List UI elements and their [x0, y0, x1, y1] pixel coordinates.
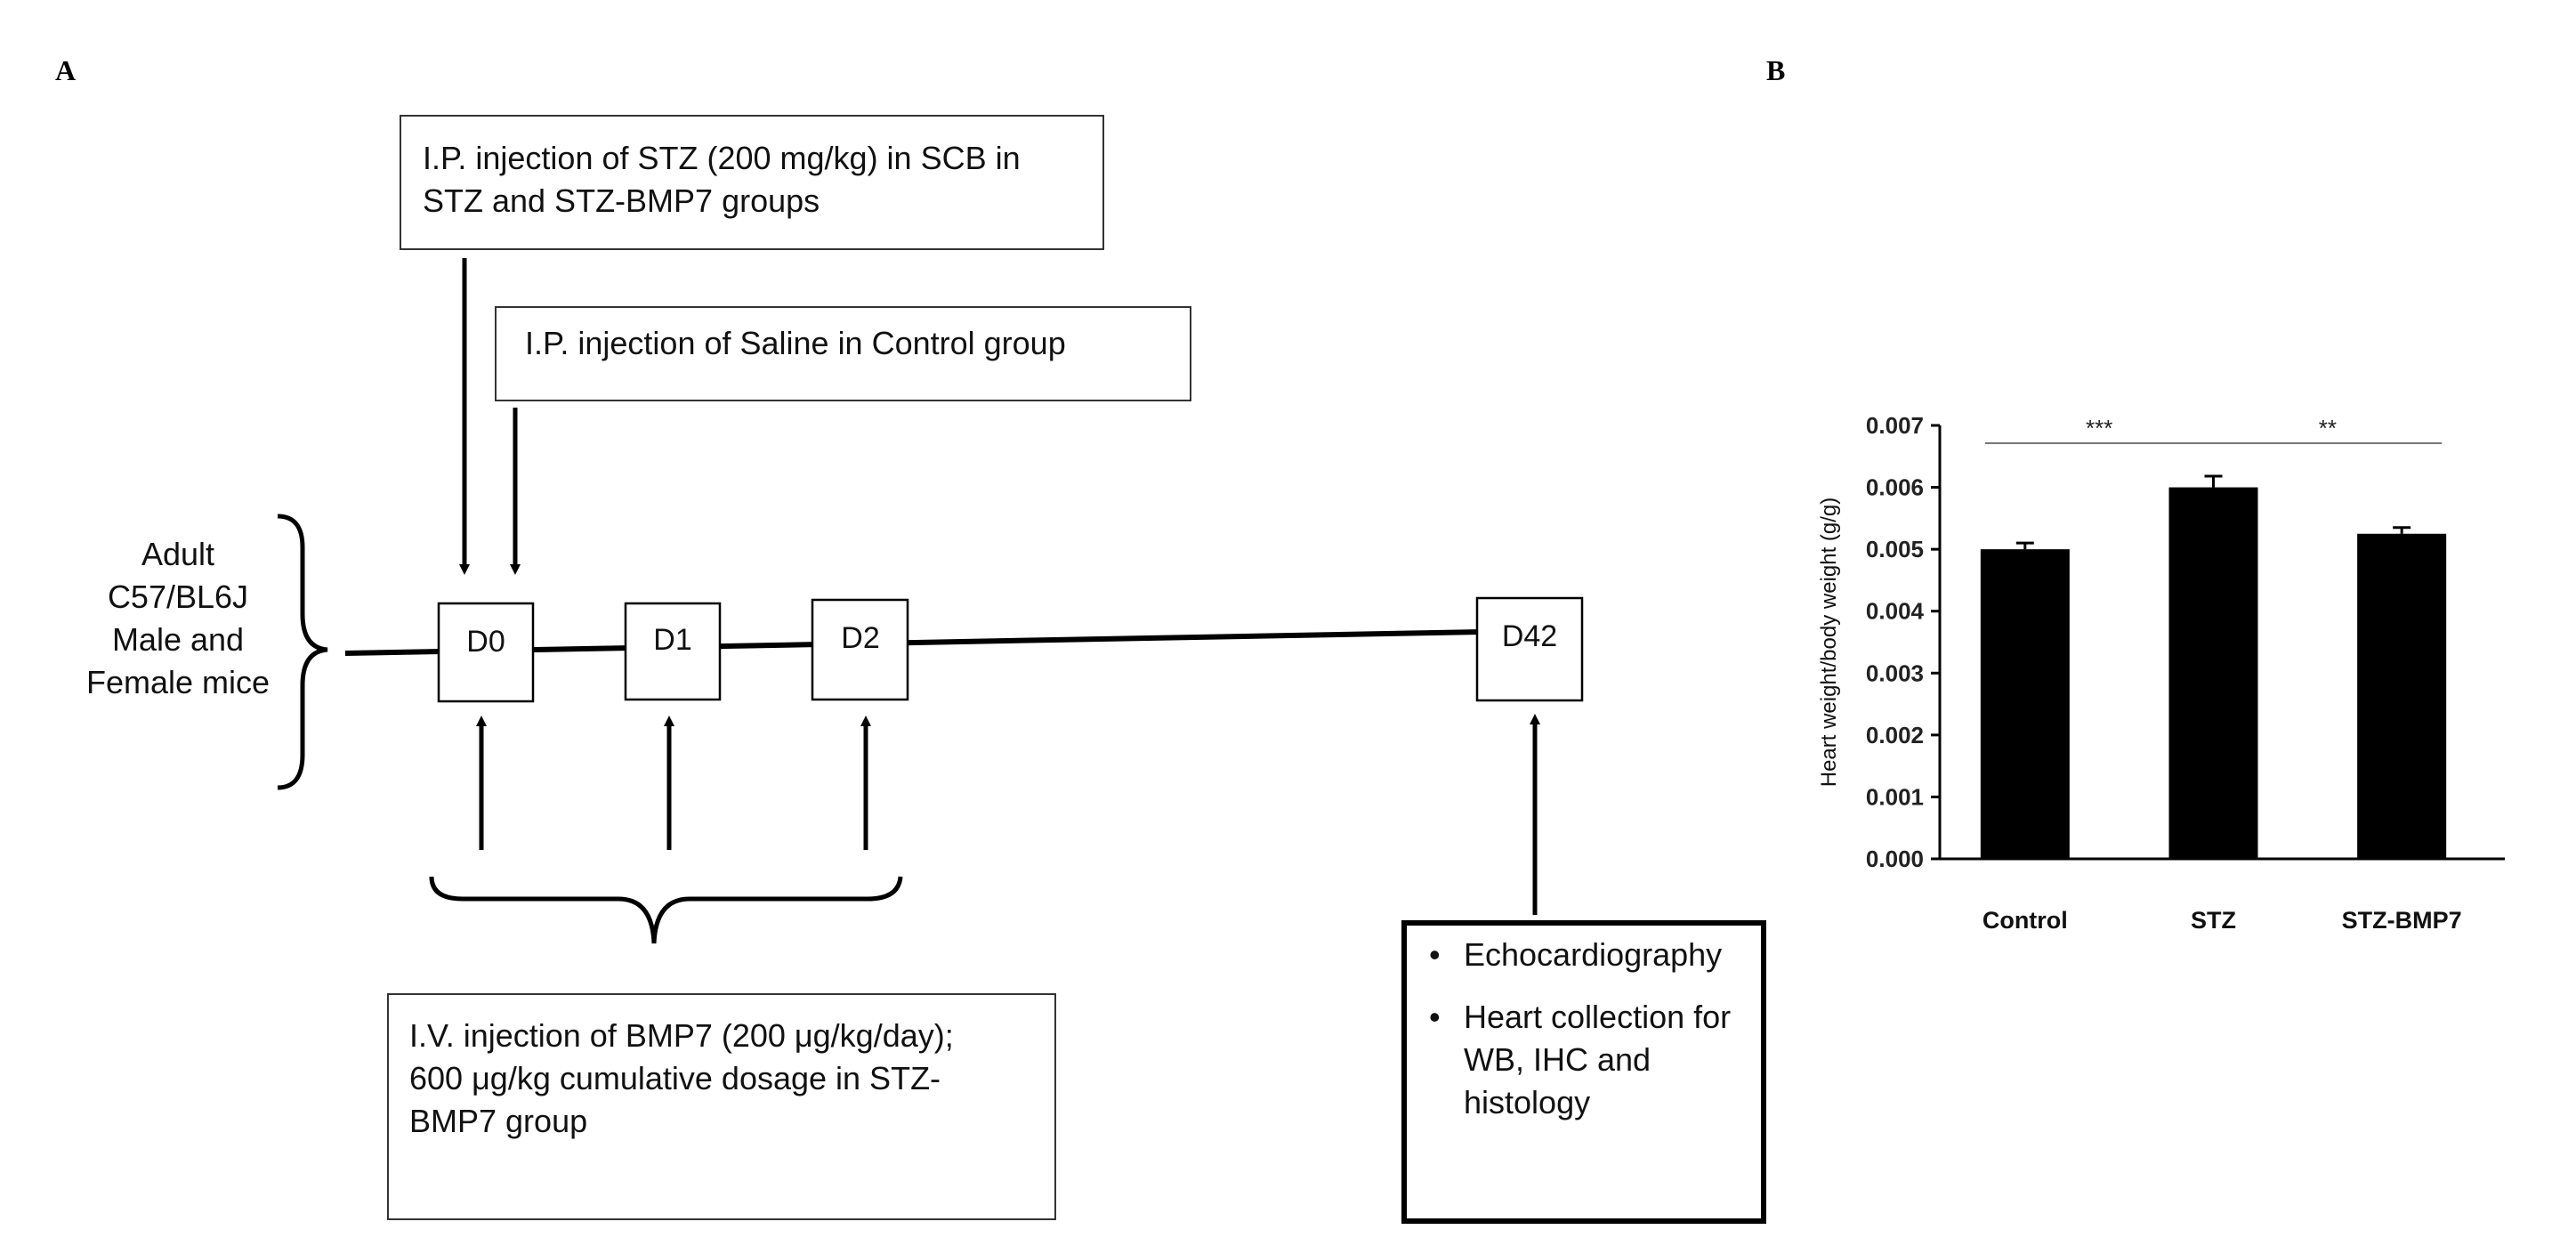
y-tick-label: 0.002 — [1866, 722, 1924, 748]
endpoint-box — [1401, 920, 1766, 1224]
x-tick-label: STZ-BMP7 — [2342, 907, 2462, 934]
day-box-d1 — [624, 602, 722, 701]
mice-brace — [277, 514, 328, 790]
bmp7-brace — [429, 876, 903, 944]
y-tick-label: 0.007 — [1866, 412, 1924, 439]
day-box-d42 — [1475, 596, 1584, 702]
y-axis-label: Heart weight/body weight (g/g) — [1817, 498, 1841, 788]
heart-weight-bar-chart: 0.000 0.001 0.002 0.003 0.004 0.005 0.006 0.007… — [1817, 412, 2505, 934]
day-label-d0: D0 — [466, 625, 505, 659]
mice-label-line-1: Adult — [141, 536, 214, 572]
stz-box-line-1: I.P. injection of STZ (200 mg/kg) in SCB… — [423, 140, 1021, 176]
stz-box-line-2: STZ and STZ-BMP7 groups — [423, 182, 820, 219]
day-label-d1: D1 — [653, 623, 691, 657]
endpoint-item-2-line-3: histology — [1464, 1084, 1590, 1121]
timeline-diagram: I.P. injection of STZ (200 mg/kg) in SCB… — [86, 115, 1766, 1224]
panel-a-label: A — [55, 54, 76, 86]
saline-box-line-1: I.P. injection of Saline in Control grou… — [525, 325, 1066, 361]
significance-label: *** — [2086, 415, 2112, 441]
y-tick-label: 0.005 — [1866, 536, 1924, 562]
bmp7-box-line-2: 600 μg/kg cumulative dosage in STZ- — [409, 1060, 941, 1096]
bmp7-injection-box — [387, 993, 1056, 1220]
y-tick-label: 0.006 — [1866, 474, 1924, 501]
mice-label-line-2: C57/BL6J — [108, 578, 248, 615]
endpoint-item-2-line-1: Heart collection for — [1464, 999, 1731, 1035]
bar-control — [1980, 549, 2070, 859]
y-tick-label: 0.004 — [1866, 598, 1925, 625]
y-tick-label: 0.000 — [1866, 845, 1924, 872]
day-box-d2 — [811, 598, 909, 701]
stz-injection-box — [400, 115, 1104, 250]
endpoint-item-2-line-2: WB, IHC and — [1464, 1041, 1651, 1078]
x-tick-label: Control — [1982, 907, 2068, 934]
significance-label: ** — [2319, 415, 2337, 441]
bmp7-box-line-1: I.V. injection of BMP7 (200 μg/kg/day); — [409, 1017, 954, 1054]
day-box-d0 — [437, 602, 535, 703]
timeline-line — [344, 629, 1482, 656]
mice-label-line-4: Female mice — [86, 664, 270, 700]
bmp7-box-line-3: BMP7 group — [409, 1103, 587, 1139]
endpoint-item-1-line-1: Echocardiography — [1464, 936, 1722, 973]
bar-stz-bmp7 — [2357, 533, 2447, 859]
panel-b-label: B — [1766, 54, 1785, 86]
x-tick-label: STZ — [2191, 907, 2236, 934]
day-label-d2: D2 — [841, 621, 879, 655]
endpoint-bullet-2: • — [1429, 999, 1441, 1035]
day-label-d42: D42 — [1502, 619, 1557, 653]
saline-injection-box — [495, 306, 1191, 401]
endpoint-bullet-1: • — [1429, 936, 1441, 973]
y-tick-label: 0.001 — [1866, 783, 1924, 810]
y-tick-label: 0.003 — [1866, 659, 1924, 686]
bar-stz — [2168, 487, 2258, 859]
mice-label-line-3: Male and — [112, 621, 244, 658]
